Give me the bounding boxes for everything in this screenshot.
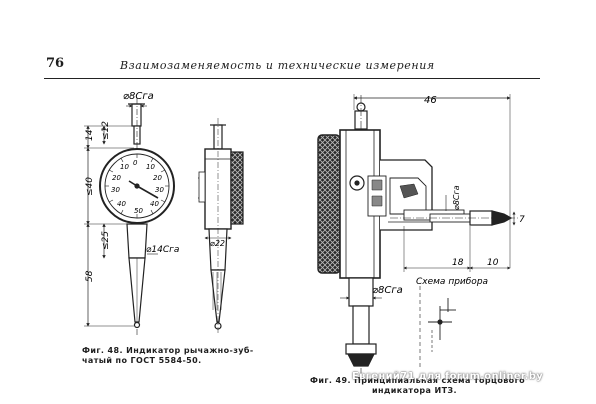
dial-number: 40 xyxy=(150,200,159,208)
running-header: Взаимозаменяемость и технические измерен… xyxy=(120,59,435,72)
fig48-dim-14-label: 14 xyxy=(85,129,95,141)
fig48-dim-58-label: 58 xyxy=(85,270,95,282)
dial-number: 10 xyxy=(146,163,155,171)
page-number: 76 xyxy=(46,56,65,71)
dial-number: 30 xyxy=(155,186,164,194)
fig49-dim-10-label: 10 xyxy=(487,258,499,268)
figure-48-caption: Фиг. 48. Индикатор рычажно-зуб- чатый по… xyxy=(82,346,254,366)
dial-numbers: 0 10 20 30 40 50 10 20 30 40 xyxy=(111,159,164,215)
dial-number: 30 xyxy=(111,186,120,194)
dial-number: 10 xyxy=(120,163,129,171)
dial-ticks xyxy=(105,154,169,218)
dial-number: 40 xyxy=(117,200,126,208)
fig49-side-diameter-label: ⌀8Cга xyxy=(452,185,461,210)
figure-49-caption-line1: Фиг. 49. Принципиальная схема торцового xyxy=(310,376,526,385)
fig49-bottom-diameter-label: ⌀8Cга xyxy=(372,285,403,296)
fig49-dim-7-label: 7 xyxy=(519,215,525,225)
fig48-top-diameter-label: ⌀8Cга xyxy=(123,91,154,102)
fig48-stem-diameter-label: ⌀14Cга xyxy=(146,245,179,255)
figure-48-drawing xyxy=(84,98,244,335)
dial-number: 20 xyxy=(112,174,121,182)
figure-48-caption-line2: чатый по ГОСТ 5584-50. xyxy=(82,356,202,365)
figure-49-caption: Фиг. 49. Принципиальная схема торцового … xyxy=(310,376,525,396)
watermark: Евгений71 для forum.onliner.by xyxy=(352,371,544,382)
fig48-dim-40-label: ≤40 xyxy=(85,177,95,196)
dial-number: 20 xyxy=(153,174,162,182)
figure-49-caption-line2: индикатора ИТЗ. xyxy=(372,386,457,395)
fig49-dim-46-label: 46 xyxy=(424,95,437,106)
figure-49-drawing xyxy=(317,94,520,375)
header-rule xyxy=(44,78,540,79)
dial-number: 0 xyxy=(133,159,138,167)
figure-48-caption-line1: Фиг. 48. Индикатор рычажно-зуб- xyxy=(82,346,254,355)
fig48-dim-le12-label: ≤12 xyxy=(101,121,111,140)
fig49-scheme-label: Схема прибора xyxy=(416,277,488,287)
fig49-dim-18-label: 18 xyxy=(452,258,464,268)
fig48-side-diameter-label: ⌀22 xyxy=(210,239,225,248)
dial-number: 50 xyxy=(134,207,143,215)
fig48-dim-le25-label: ≤25 xyxy=(101,231,111,250)
